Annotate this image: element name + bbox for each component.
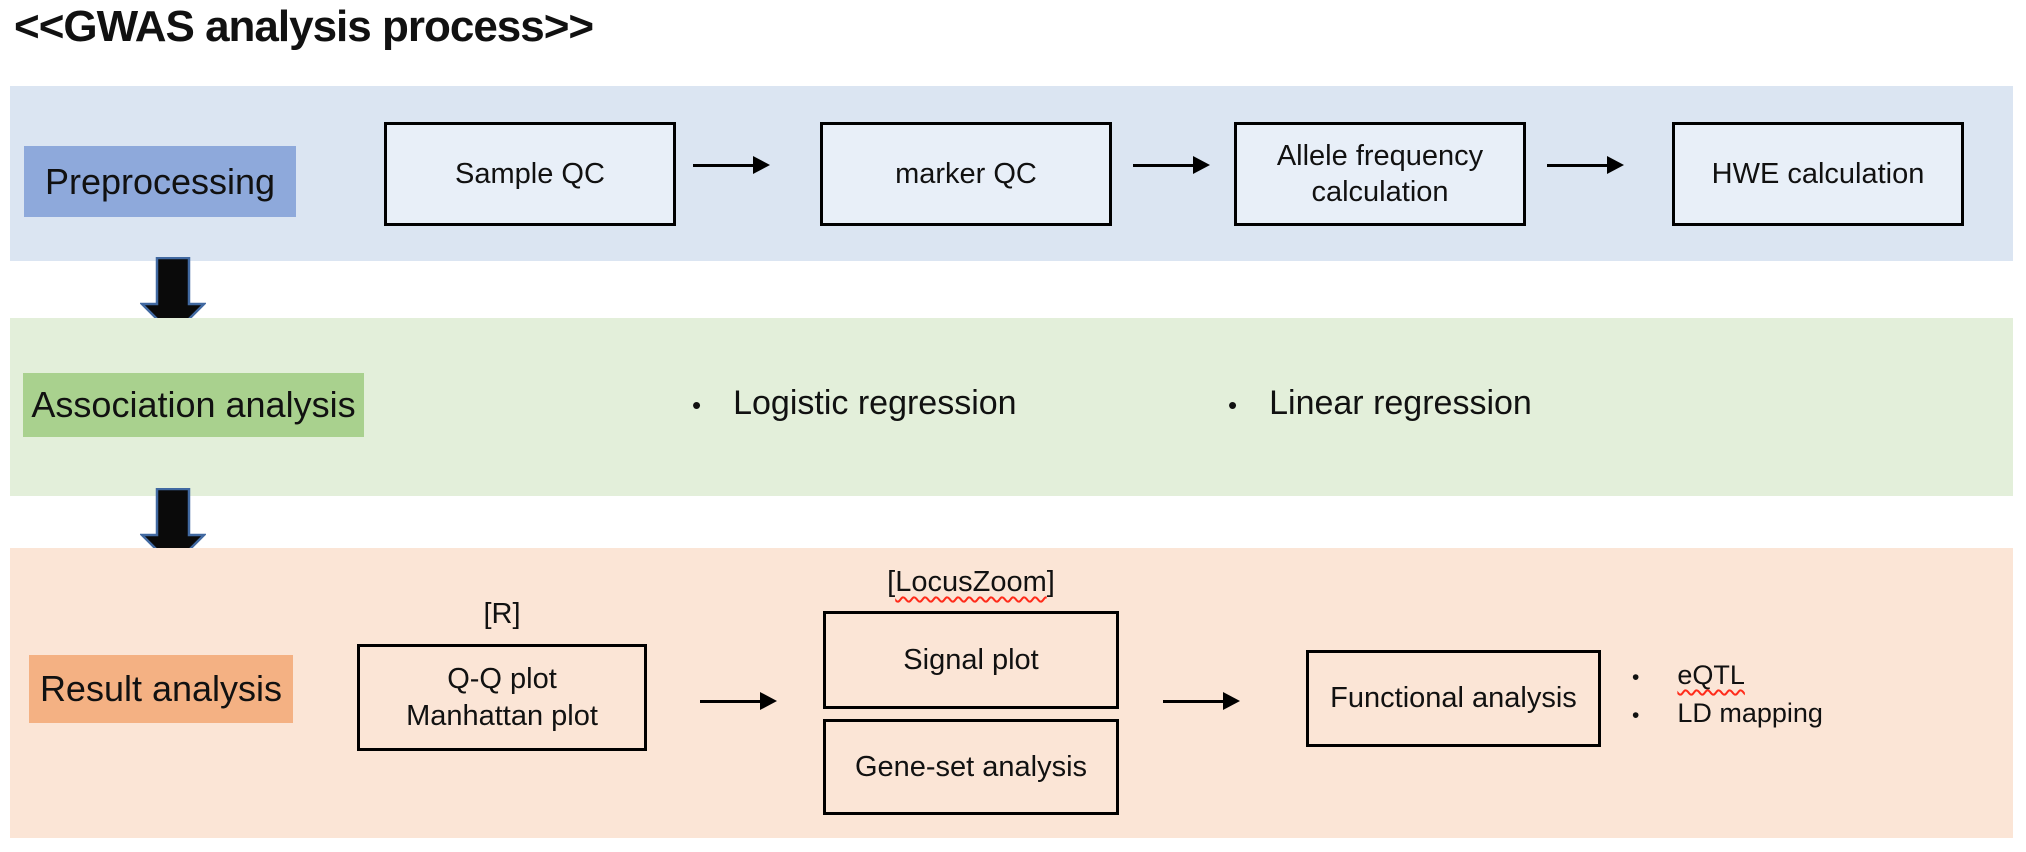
eqtl-text: eQTL bbox=[1677, 660, 1745, 690]
logistic-regression-text: Logistic regression bbox=[733, 384, 1017, 422]
page-title: <<GWAS analysis process>> bbox=[14, 2, 594, 51]
right-arrow-icon bbox=[1163, 691, 1240, 711]
ld-mapping-text: LD mapping bbox=[1677, 698, 1823, 728]
arrow-head bbox=[753, 156, 770, 174]
marker-qc-label: marker QC bbox=[895, 157, 1037, 190]
qq-manhattan-label: Q-Q plot Manhattan plot bbox=[406, 661, 598, 734]
qq-plot-line: Q-Q plot bbox=[447, 663, 557, 696]
qq-manhattan-box: Q-Q plot Manhattan plot bbox=[357, 644, 647, 751]
locuszoom-tool-tag: [LocusZoom] bbox=[851, 566, 1091, 599]
association-label-text: Association analysis bbox=[31, 384, 356, 425]
right-arrow-icon bbox=[1547, 155, 1624, 175]
locuszoom-open-bracket: [ bbox=[887, 566, 896, 598]
arrow-shaft bbox=[693, 164, 757, 167]
allele-frequency-label: Allele frequency calculation bbox=[1276, 139, 1484, 208]
result-band bbox=[10, 548, 2013, 838]
list-item-eqtl: • eQTL bbox=[1632, 660, 1745, 691]
signal-plot-box: Signal plot bbox=[823, 611, 1119, 709]
bullet-icon: • bbox=[1632, 704, 1640, 727]
bullet-icon: • bbox=[1632, 666, 1640, 689]
locuszoom-close-bracket: ] bbox=[1046, 566, 1055, 598]
right-arrow-icon bbox=[693, 155, 770, 175]
arrow-head bbox=[1223, 692, 1240, 710]
arrow-head bbox=[1607, 156, 1624, 174]
result-label-text: Result analysis bbox=[39, 668, 283, 709]
sample-qc-label: Sample QC bbox=[455, 157, 605, 190]
r-tool-tag: [R] bbox=[483, 598, 521, 630]
gene-set-analysis-label: Gene-set analysis bbox=[854, 750, 1088, 783]
allele-frequency-box: Allele frequency calculation bbox=[1234, 122, 1526, 226]
marker-qc-box: marker QC bbox=[820, 122, 1112, 226]
arrow-shaft bbox=[1133, 164, 1197, 167]
hwe-calculation-label: HWE calculation bbox=[1711, 157, 1925, 190]
list-item-ld-mapping: • LD mapping bbox=[1632, 698, 1823, 729]
manhattan-plot-line: Manhattan plot bbox=[406, 699, 598, 732]
linear-regression-text: Linear regression bbox=[1269, 384, 1532, 422]
result-label: Result analysis bbox=[29, 655, 293, 723]
bullet-icon: • bbox=[692, 390, 702, 420]
list-item-linear-regression: • Linear regression bbox=[1228, 384, 1532, 423]
arrow-shaft bbox=[1547, 164, 1611, 167]
arrow-shaft bbox=[700, 700, 764, 703]
functional-analysis-label: Functional analysis bbox=[1330, 682, 1577, 715]
list-item-logistic-regression: • Logistic regression bbox=[692, 384, 1017, 423]
functional-analysis-box: Functional analysis bbox=[1306, 650, 1601, 747]
association-label: Association analysis bbox=[23, 373, 364, 437]
locuszoom-name: LocusZoom bbox=[895, 566, 1047, 598]
preprocessing-label-text: Preprocessing bbox=[44, 160, 276, 202]
hwe-calculation-box: HWE calculation bbox=[1672, 122, 1964, 226]
arrow-shaft bbox=[1163, 700, 1227, 703]
preprocessing-label: Preprocessing bbox=[24, 146, 296, 217]
sample-qc-box: Sample QC bbox=[384, 122, 676, 226]
gene-set-analysis-box: Gene-set analysis bbox=[823, 719, 1119, 815]
right-arrow-icon bbox=[700, 691, 777, 711]
right-arrow-icon bbox=[1133, 155, 1210, 175]
signal-plot-label: Signal plot bbox=[903, 643, 1039, 676]
arrow-head bbox=[1193, 156, 1210, 174]
bullet-icon: • bbox=[1228, 390, 1238, 420]
arrow-head bbox=[760, 692, 777, 710]
